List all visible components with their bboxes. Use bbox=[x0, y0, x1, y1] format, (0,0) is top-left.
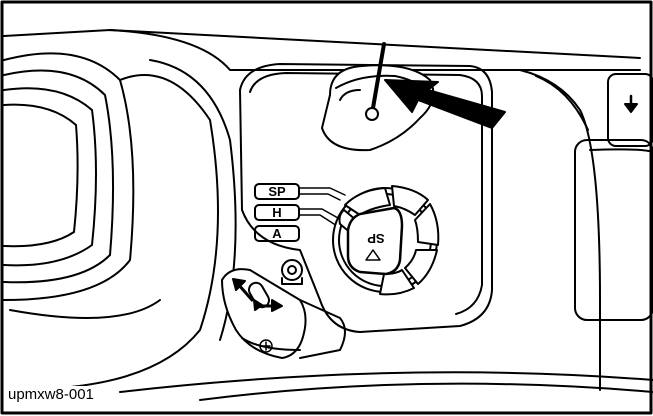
console-bottom-edge bbox=[119, 371, 653, 393]
console-bottom-edge-2 bbox=[199, 382, 653, 401]
gearshift-boot bbox=[3, 52, 237, 389]
mode-label-sp: SP bbox=[268, 184, 286, 199]
console-plate bbox=[239, 63, 493, 333]
dial-label-sp: SP bbox=[367, 231, 385, 246]
mode-label-box-h bbox=[254, 204, 300, 221]
mode-label-box-a bbox=[254, 225, 300, 242]
mode-label-a: A bbox=[272, 226, 282, 241]
leader-line-h bbox=[298, 208, 339, 219]
right-switch-panel bbox=[519, 69, 653, 391]
pointer-arrow-icon bbox=[384, 79, 506, 129]
plus-circle-icon bbox=[259, 339, 273, 353]
down-arrow-icon bbox=[624, 94, 638, 113]
leader-line-h-2 bbox=[298, 214, 335, 225]
mode-label-h: H bbox=[272, 205, 281, 220]
lock-icon bbox=[281, 259, 303, 285]
leader-line-sp bbox=[298, 187, 346, 196]
leader-line-sp-2 bbox=[298, 193, 341, 201]
console-recess bbox=[249, 72, 483, 315]
bidirectional-arrow-icon bbox=[232, 278, 283, 312]
console-top-edge bbox=[3, 29, 641, 59]
console-top-edge-inner bbox=[109, 29, 641, 71]
mode-label-group: SP H A bbox=[254, 183, 346, 242]
mode-label-box-sp bbox=[254, 183, 300, 200]
mode-dial: SP bbox=[332, 185, 440, 296]
figure-caption: upmxw8-001 bbox=[6, 386, 96, 404]
